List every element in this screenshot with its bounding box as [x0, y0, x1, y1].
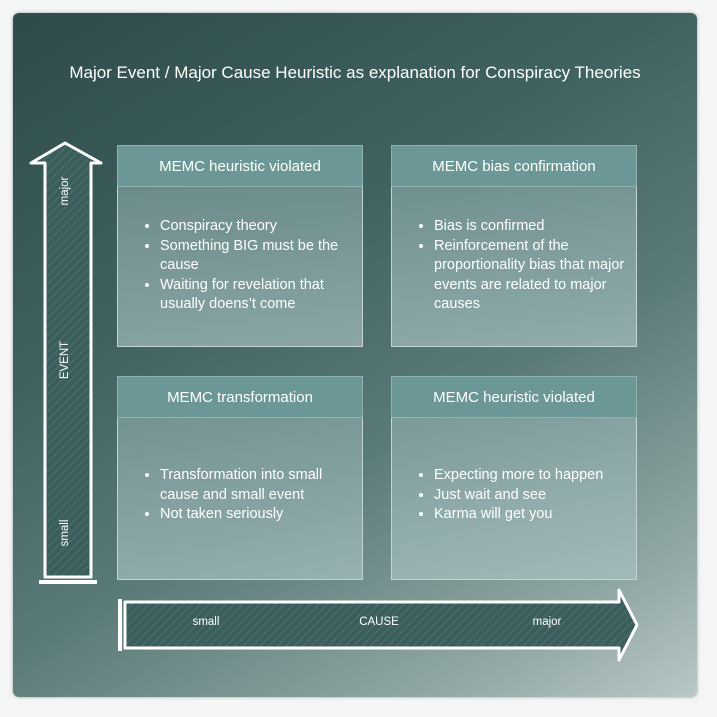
quadrant-bottom-right: MEMC heuristic violated Expecting more t…: [391, 376, 637, 580]
quadrant-body: Bias is confirmed Reinforcement of the p…: [391, 187, 637, 347]
list-item: Reinforcement of the proportionality bia…: [434, 237, 630, 315]
cause-axis-arrow: [118, 588, 639, 662]
cause-axis-label: CAUSE: [359, 616, 399, 628]
quadrant-bottom-left: MEMC transformation Transformation into …: [117, 376, 363, 580]
quadrant-heading: MEMC bias confirmation: [391, 145, 637, 187]
quadrant-top-right: MEMC bias confirmation Bias is confirmed…: [391, 145, 637, 347]
quadrant-heading: MEMC transformation: [117, 376, 363, 418]
list-item: Karma will get you: [434, 505, 630, 525]
cause-axis-low-label: small: [192, 616, 220, 628]
cause-axis-high-label: major: [532, 616, 562, 628]
list-item: Bias is confirmed: [434, 217, 630, 237]
diagram-title: Major Event / Major Cause Heuristic as e…: [69, 63, 641, 82]
quadrant-body: Transformation into small cause and smal…: [117, 418, 363, 580]
event-axis-high-label: major: [59, 176, 71, 206]
list-item: Expecting more to happen: [434, 466, 630, 486]
list-item: Waiting for revelation that usually doen…: [160, 276, 356, 315]
list-item: Just wait and see: [434, 486, 630, 506]
list-item: Something BIG must be the cause: [160, 237, 356, 276]
quadrant-body: Conspiracy theory Something BIG must be …: [117, 187, 363, 347]
event-axis-label: EVENT: [59, 340, 71, 380]
event-axis-low-label: small: [59, 519, 71, 547]
quadrant-top-left: MEMC heuristic violated Conspiracy theor…: [117, 145, 363, 347]
list-item: Transformation into small cause and smal…: [160, 466, 356, 505]
list-item: Conspiracy theory: [160, 217, 356, 237]
list-item: Not taken seriously: [160, 505, 356, 525]
diagram-slide: Major Event / Major Cause Heuristic as e…: [13, 13, 697, 697]
event-axis-arrow: [29, 141, 103, 584]
quadrant-heading: MEMC heuristic violated: [391, 376, 637, 418]
quadrant-body: Expecting more to happen Just wait and s…: [391, 418, 637, 580]
quadrant-heading: MEMC heuristic violated: [117, 145, 363, 187]
